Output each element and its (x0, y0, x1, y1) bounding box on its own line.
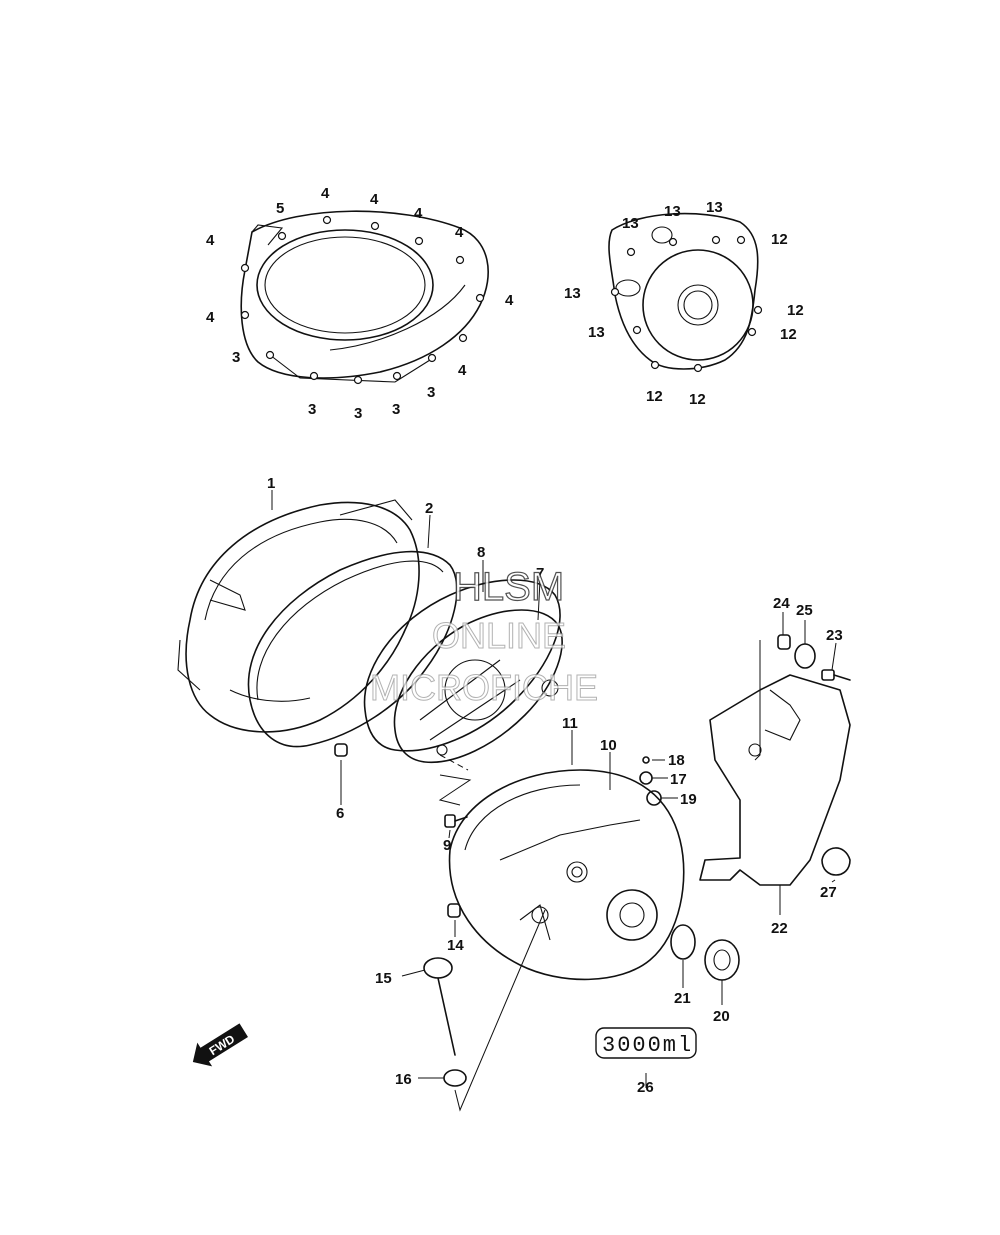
callout-10: 10 (600, 737, 617, 754)
dowel-pin-6 (334, 743, 348, 757)
callout-16: 16 (395, 1071, 412, 1088)
watermark-line3: MICROFICHE (370, 667, 598, 708)
callout-4: 4 (370, 191, 379, 208)
callout-3: 3 (427, 384, 435, 401)
callout-9: 9 (443, 837, 451, 854)
o-ring-16 (443, 1069, 467, 1087)
callout-labels: 5 4 4 4 4 4 4 4 4 3 3 3 3 3 13 13 13 13 … (206, 185, 843, 1096)
callout-22: 22 (771, 920, 788, 937)
callout-13: 13 (706, 199, 723, 216)
collar-24 (777, 634, 791, 650)
watermark-line1: HLSM (453, 565, 564, 609)
callout-18: 18 (668, 752, 685, 769)
callout-4: 4 (414, 205, 423, 222)
magneto-cover-11 (448, 769, 685, 981)
callout-8: 8 (477, 544, 485, 561)
callout-12: 12 (689, 391, 706, 408)
leader-lines (271, 490, 837, 1112)
callout-13: 13 (588, 324, 605, 341)
watermark: HLSM ONLINE MICROFICHE (370, 564, 599, 708)
callout-27: 27 (820, 884, 837, 901)
bolt-23 (821, 669, 851, 681)
callout-4: 4 (206, 232, 215, 249)
grommet-25 (794, 643, 816, 669)
o-ring-19 (646, 790, 662, 806)
magneto-cover-reference (608, 212, 759, 370)
callout-12: 12 (780, 326, 797, 343)
callout-24: 24 (773, 595, 790, 612)
oil-dipstick-15 (423, 957, 456, 1056)
sprocket-cover-22 (699, 674, 851, 886)
clutch-cover-bolts (240, 215, 485, 385)
callout-4: 4 (321, 185, 330, 202)
callout-11: 11 (562, 715, 578, 732)
clutch-cover-1 (177, 499, 420, 733)
oil-capacity-label: 3000ml (595, 1027, 697, 1059)
callout-4: 4 (505, 292, 514, 309)
callout-13: 13 (622, 215, 639, 232)
callout-12: 12 (646, 388, 663, 405)
bolt-9 (444, 814, 468, 828)
callout-6: 6 (336, 805, 344, 822)
callout-15: 15 (375, 970, 392, 987)
callout-3: 3 (354, 405, 362, 422)
fwd-arrow: FWD (192, 1023, 248, 1067)
callout-2: 2 (425, 500, 433, 517)
callout-20: 20 (713, 1008, 730, 1025)
clutch-cover-reference (240, 210, 489, 383)
callout-4: 4 (458, 362, 467, 379)
ball-18 (642, 756, 650, 764)
plug-20 (704, 939, 740, 981)
gasket-2 (247, 550, 458, 748)
callout-26: 26 (637, 1079, 654, 1096)
callout-3: 3 (308, 401, 316, 418)
callout-4: 4 (206, 309, 215, 326)
magneto-cover-bolts (610, 235, 763, 373)
watermark-line2: ONLINE (432, 615, 566, 656)
callout-21: 21 (674, 990, 691, 1007)
callout-23: 23 (826, 627, 843, 644)
callout-19: 19 (680, 791, 697, 808)
callout-14: 14 (447, 937, 464, 954)
callout-4: 4 (455, 224, 464, 241)
plug-17 (639, 771, 653, 785)
oil-capacity-text: 3000ml (602, 1033, 693, 1058)
callout-5: 5 (276, 200, 284, 217)
callout-3: 3 (232, 349, 240, 366)
callout-12: 12 (771, 231, 788, 248)
callout-3: 3 (392, 401, 400, 418)
dowel-pin-14 (447, 903, 461, 918)
o-ring-21 (670, 924, 696, 960)
callout-13: 13 (564, 285, 581, 302)
callout-1: 1 (267, 475, 275, 492)
callout-13: 13 (664, 203, 681, 220)
callout-25: 25 (796, 602, 813, 619)
callout-7: 7 (536, 565, 544, 582)
cap-27 (821, 847, 851, 876)
plate-7 (393, 609, 563, 764)
callout-17: 17 (670, 771, 687, 788)
callout-12: 12 (787, 302, 804, 319)
